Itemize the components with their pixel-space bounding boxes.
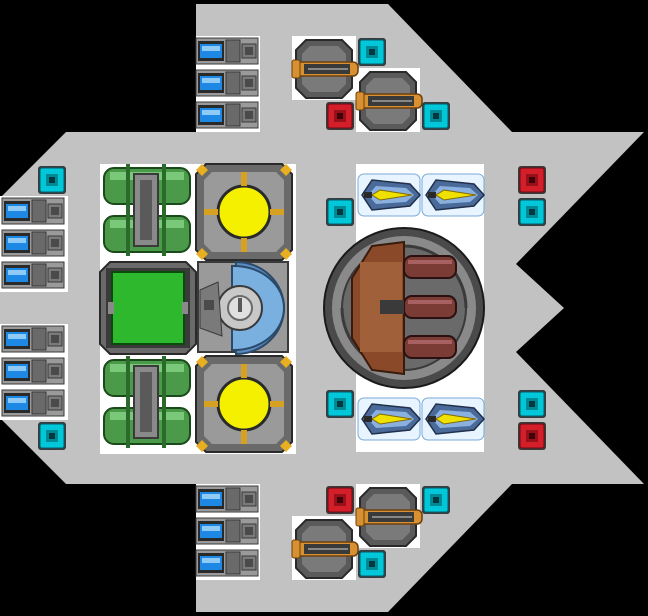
reactor-icon[interactable]	[99, 261, 197, 355]
torpedo-launcher-icon[interactable]	[357, 397, 421, 441]
red-console-icon[interactable]	[325, 101, 355, 131]
thruster-icon[interactable]	[1, 389, 65, 417]
red-console-icon[interactable]	[325, 485, 355, 515]
thruster-icon[interactable]	[1, 357, 65, 385]
thruster-icon[interactable]	[1, 261, 65, 289]
red-console-icon[interactable]	[517, 165, 547, 195]
torpedo-launcher-icon[interactable]	[357, 173, 421, 217]
thruster-icon[interactable]	[195, 549, 259, 577]
cyan-console-icon[interactable]	[357, 37, 387, 67]
missile-turret-icon[interactable]	[355, 71, 423, 131]
cyan-console-icon[interactable]	[37, 421, 67, 451]
missile-turret-icon[interactable]	[291, 519, 359, 579]
missile-turret-icon[interactable]	[291, 39, 359, 99]
torpedo-launcher-icon[interactable]	[421, 173, 485, 217]
thruster-icon[interactable]	[195, 485, 259, 513]
shield-generator-icon[interactable]	[194, 162, 294, 262]
cyan-console-icon[interactable]	[517, 389, 547, 419]
ship-hull	[0, 4, 644, 612]
thruster-icon[interactable]	[195, 101, 259, 129]
cyan-console-icon[interactable]	[421, 101, 451, 131]
cyan-console-icon[interactable]	[325, 389, 355, 419]
thruster-icon[interactable]	[1, 197, 65, 225]
scanner-icon[interactable]	[197, 260, 289, 356]
cyan-console-icon[interactable]	[517, 197, 547, 227]
cyan-console-icon[interactable]	[37, 165, 67, 195]
cyan-console-icon[interactable]	[325, 197, 355, 227]
torpedo-launcher-icon[interactable]	[421, 397, 485, 441]
cyan-console-icon[interactable]	[421, 485, 451, 515]
shield-generator-icon[interactable]	[194, 354, 294, 454]
missile-turret-icon[interactable]	[355, 487, 423, 547]
red-console-icon[interactable]	[517, 421, 547, 451]
thruster-icon[interactable]	[195, 517, 259, 545]
thruster-icon[interactable]	[1, 229, 65, 257]
cyan-console-icon[interactable]	[357, 549, 387, 579]
thruster-icon[interactable]	[195, 37, 259, 65]
thruster-icon[interactable]	[1, 325, 65, 353]
thruster-icon[interactable]	[195, 69, 259, 97]
main-cannon-icon[interactable]	[323, 227, 485, 389]
